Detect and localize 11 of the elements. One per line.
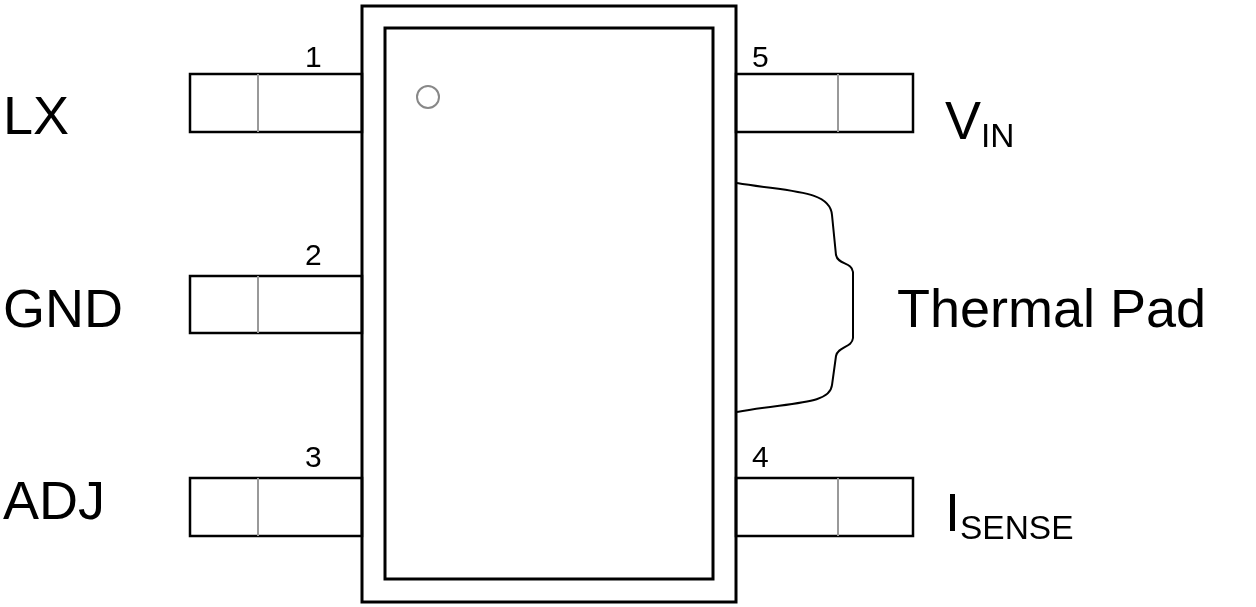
pin-number: 4 [752, 442, 769, 472]
pin-name: I$_{SENSE}$ [945, 485, 1074, 545]
pin-name: ADJ [3, 473, 105, 527]
pin-number: 3 [305, 442, 322, 472]
pin-number: 5 [752, 42, 769, 72]
pin-number: 2 [305, 240, 322, 270]
pad-name: Thermal Pad [897, 281, 1207, 335]
pin-name: GND [3, 281, 123, 335]
pin-name: V$_{IN}$ [945, 93, 1015, 153]
pin-number: 1 [305, 42, 322, 72]
pin-name: LX [3, 88, 70, 142]
